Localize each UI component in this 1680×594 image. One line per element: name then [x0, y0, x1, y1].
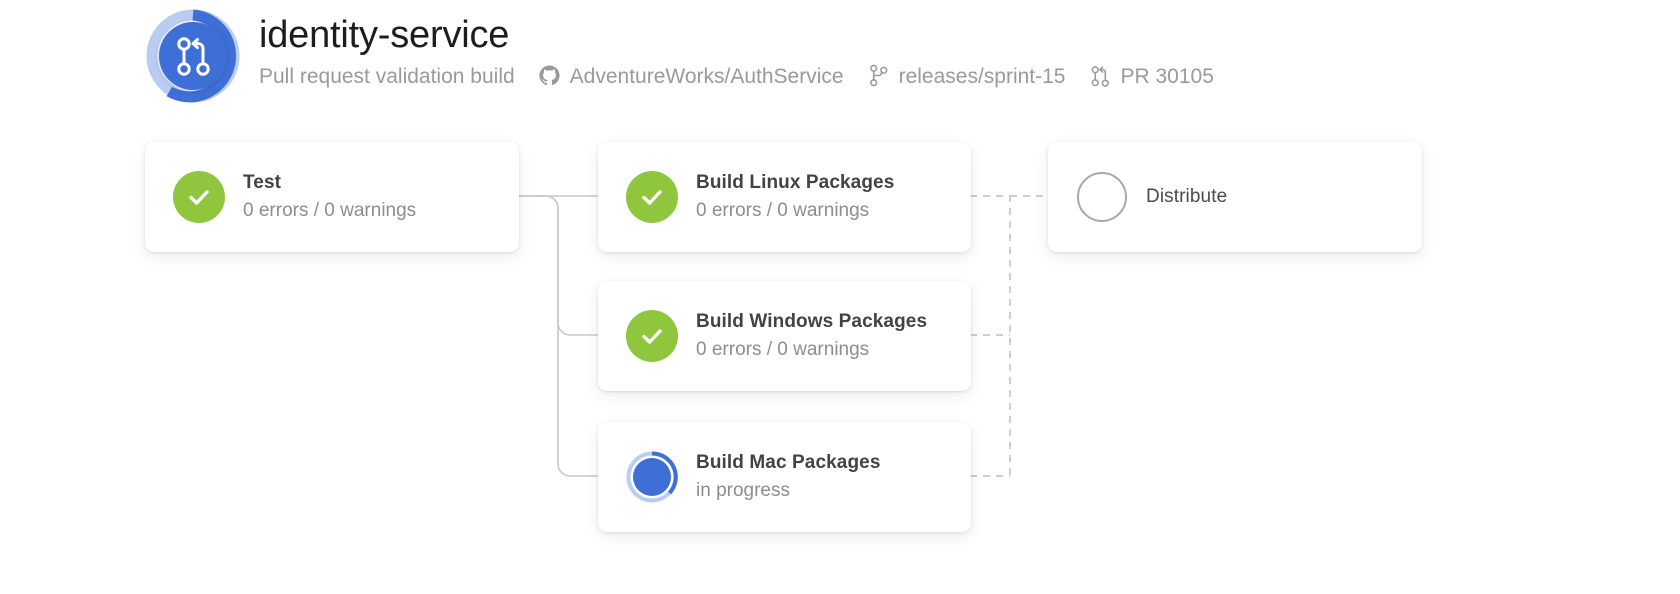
- check-circle-icon: [173, 171, 225, 223]
- stage-card-test[interactable]: Test 0 errors / 0 warnings: [145, 142, 519, 252]
- connector-test-to-linux: [558, 184, 598, 208]
- empty-circle-icon: [1077, 172, 1127, 222]
- stage-name-test: Test: [243, 172, 282, 194]
- stage-card-build-windows[interactable]: Build Windows Packages 0 errors / 0 warn…: [598, 281, 971, 391]
- branch-label: releases/sprint-15: [898, 65, 1066, 89]
- stage-status-build-windows: 0 errors / 0 warnings: [696, 339, 870, 360]
- git-branch-icon: [867, 63, 890, 88]
- check-circle-icon: [626, 310, 678, 362]
- pull-request-item[interactable]: PR 30105: [1089, 63, 1214, 89]
- stage-text-distribute: Distribute: [1146, 184, 1227, 210]
- status-icon-build-linux: [626, 171, 678, 223]
- stage-card-build-mac[interactable]: Build Mac Packages in progress: [598, 422, 971, 532]
- header-text-block: identity-service Pull request validation…: [259, 8, 1214, 89]
- build-status-logo: [145, 8, 241, 104]
- page-title: identity-service: [259, 14, 510, 56]
- build-subtitle-item: Pull request validation build: [259, 65, 515, 89]
- stage-name-build-windows: Build Windows Packages: [696, 311, 928, 333]
- status-icon-build-mac: [626, 451, 678, 503]
- status-icon-test: [173, 171, 225, 223]
- stage-text-build-mac: Build Mac Packages in progress: [696, 450, 881, 503]
- stage-status-build-linux: 0 errors / 0 warnings: [696, 200, 870, 221]
- build-subtitle: Pull request validation build: [259, 65, 515, 89]
- stage-name-build-linux: Build Linux Packages: [696, 172, 895, 194]
- connector-test-to-mac: [519, 195, 598, 477]
- repository-item[interactable]: AdventureWorks/AuthService: [538, 64, 844, 87]
- pull-request-icon: [177, 37, 210, 76]
- pull-request-label: PR 30105: [1120, 65, 1214, 89]
- logo-disc: [159, 22, 227, 90]
- stage-card-distribute[interactable]: Distribute: [1048, 142, 1422, 252]
- stage-card-build-linux[interactable]: Build Linux Packages 0 errors / 0 warnin…: [598, 142, 971, 252]
- stage-text-test: Test 0 errors / 0 warnings: [243, 170, 416, 223]
- connector-test-to-windows: [519, 195, 598, 336]
- spinner-ring: [626, 451, 678, 503]
- stage-status-build-mac: in progress: [696, 480, 790, 501]
- build-header: identity-service Pull request validation…: [145, 8, 1214, 104]
- stage-text-build-windows: Build Windows Packages 0 errors / 0 warn…: [696, 309, 927, 362]
- stage-name-distribute: Distribute: [1146, 186, 1228, 208]
- stage-name-build-mac: Build Mac Packages: [696, 452, 881, 474]
- progress-ring-icon: [146, 9, 240, 103]
- spinner-disc: [633, 458, 671, 496]
- stage-status-test: 0 errors / 0 warnings: [243, 200, 417, 221]
- status-icon-distribute: [1076, 171, 1128, 223]
- stage-text-build-linux: Build Linux Packages 0 errors / 0 warnin…: [696, 170, 894, 223]
- github-icon: [538, 64, 561, 87]
- branch-item[interactable]: releases/sprint-15: [867, 63, 1066, 88]
- status-icon-build-windows: [626, 310, 678, 362]
- connector-trunk-top: [558, 184, 598, 208]
- pull-request-icon: [1089, 63, 1112, 89]
- build-meta-row: Pull request validation build AdventureW…: [259, 63, 1214, 89]
- check-circle-icon: [626, 171, 678, 223]
- connector-dashed-trunk: [970, 195, 1011, 476]
- spinner-circle-icon: [626, 451, 678, 503]
- repository-label: AdventureWorks/AuthService: [569, 65, 844, 89]
